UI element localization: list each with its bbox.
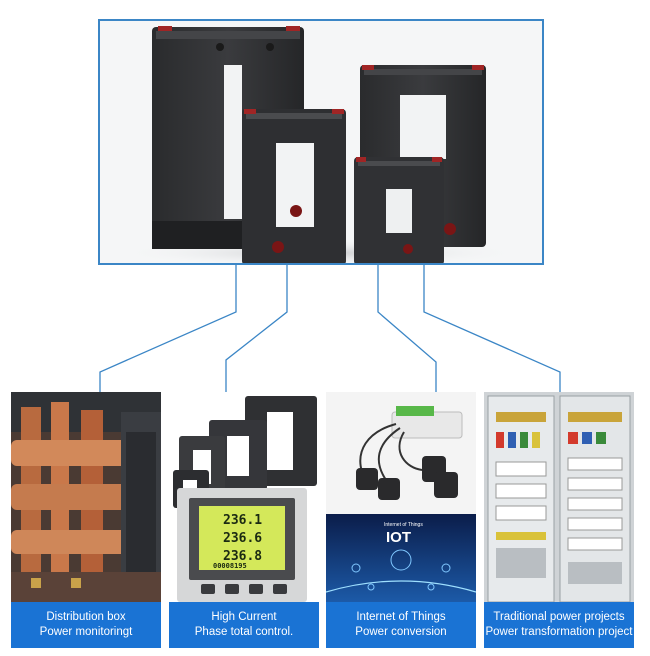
panel-distribution-box: Distribution box Power monitoringt — [11, 392, 161, 648]
small-ct — [354, 157, 444, 263]
caption-line-2: Power monitoringt — [39, 626, 133, 638]
meter-reading-2: 236.6 — [223, 531, 262, 546]
connector-line-4 — [423, 265, 561, 392]
panel-iot: Internet of Things IOT Internet of Thing… — [326, 392, 476, 648]
caption-line-2: Phase total control. — [194, 626, 294, 638]
caption-line-2: Power conversion — [355, 626, 447, 638]
panel-high-current: 236.1 236.6 236.8 00008195 High Current … — [169, 392, 319, 648]
iot-big-label: IOT — [386, 529, 411, 546]
connector-line-3 — [377, 265, 437, 392]
caption-line-1: High Current — [211, 611, 277, 623]
middle-ct — [242, 109, 346, 263]
hero-product-image — [98, 19, 544, 265]
caption-line-1: Traditional power projects — [493, 611, 625, 623]
power-meter-photo-icon: 236.1 236.6 236.8 00008195 — [169, 392, 319, 602]
busbar-photo-icon — [11, 392, 161, 602]
panel-caption: Distribution box Power monitoringt — [11, 602, 161, 648]
caption-line-1: Distribution box — [46, 611, 126, 623]
panel-caption: Traditional power projects Power transfo… — [484, 602, 634, 648]
connector-line-1 — [99, 265, 237, 392]
panel-caption: Internet of Things Power conversion — [326, 602, 476, 648]
iot-small-label: Internet of Things — [384, 522, 423, 528]
switchgear-cabinet-photo-icon — [484, 392, 634, 602]
panel-traditional-power: Traditional power projects Power transfo… — [484, 392, 634, 648]
current-transformer-group-icon — [120, 26, 520, 263]
panel-caption: High Current Phase total control. — [169, 602, 319, 648]
iot-photo-icon: Internet of Things IOT — [326, 392, 476, 602]
meter-reading-4: 00008195 — [213, 562, 247, 570]
meter-reading-1: 236.1 — [223, 513, 262, 528]
connector-line-2 — [225, 265, 288, 392]
meter-reading-3: 236.8 — [223, 549, 262, 564]
caption-line-1: Internet of Things — [356, 611, 446, 623]
caption-line-2: Power transformation project — [485, 626, 633, 638]
